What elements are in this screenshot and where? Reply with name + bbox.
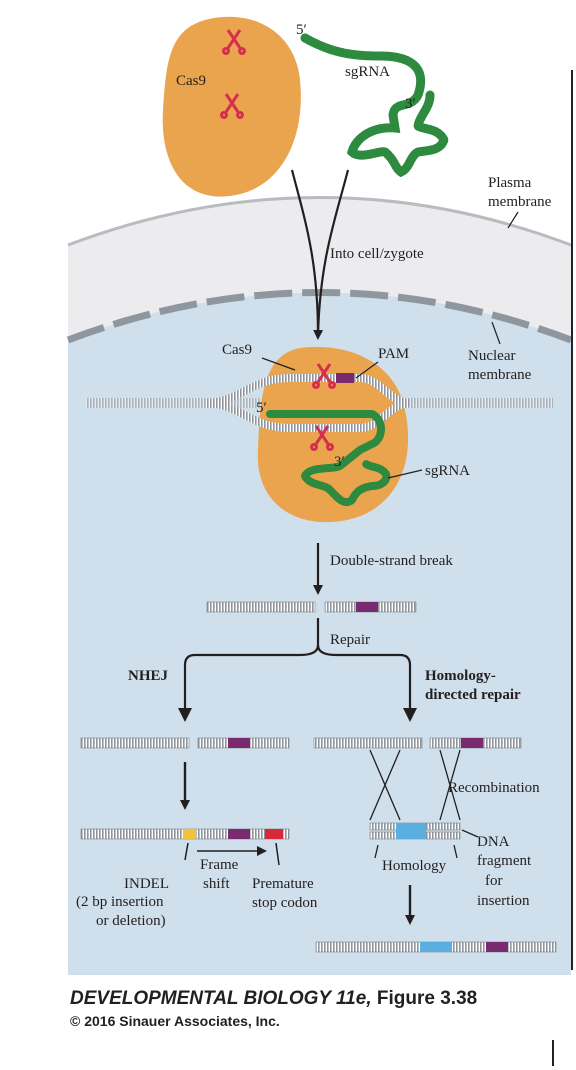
recombination-crossover xyxy=(369,749,461,821)
cas9-protein-top xyxy=(162,16,301,197)
caption-title: DEVELOPMENTAL BIOLOGY 11e, Figure 3.38 xyxy=(70,988,477,1010)
dna-fragment-label-4: insertion xyxy=(477,893,530,909)
pam-site xyxy=(486,942,508,952)
caption-book: DEVELOPMENTAL BIOLOGY 11e, xyxy=(70,988,372,1009)
figure-caption: DEVELOPMENTAL BIOLOGY 11e, Figure 3.38 ©… xyxy=(70,988,477,1029)
entry-arrow-right xyxy=(313,169,350,340)
pam-leader xyxy=(355,361,379,379)
dna-strand-bottom xyxy=(204,399,411,432)
scissors-icon xyxy=(312,363,336,389)
three-prime-label-top: 3′ xyxy=(405,96,416,112)
page-rule-right xyxy=(571,70,573,970)
branch-arrowhead-right xyxy=(403,708,417,722)
indel-label-2: (2 bp insertion xyxy=(76,894,164,910)
indel-site xyxy=(183,829,196,839)
dna-strand-top xyxy=(204,374,411,407)
pam-site xyxy=(461,738,483,748)
frame-shift-label-1: Frame xyxy=(200,857,239,873)
indel-label-3: or deletion) xyxy=(96,913,166,929)
nucleus xyxy=(68,292,571,975)
crispr-cas9-diagram: Cas9 5′ sgRNA 3′ Into cell/zygote Plasma… xyxy=(66,16,573,975)
sgrna-label-mid: sgRNA xyxy=(425,463,470,479)
stop-codon-leader xyxy=(275,842,280,866)
sgrna-mid xyxy=(266,410,391,507)
homology-tick-right xyxy=(453,844,458,859)
indel-label-1: INDEL xyxy=(124,876,169,892)
dna-fragment-label-2: fragment xyxy=(477,853,532,869)
premature-stop-label-1: Premature xyxy=(252,876,314,892)
indel-leader xyxy=(184,842,189,861)
hdr-label-1: Homology- xyxy=(425,668,496,684)
hdr-label-2: directed repair xyxy=(425,687,521,703)
five-prime-label-mid: 5′ xyxy=(256,400,267,416)
nuclear-membrane-label-2: membrane xyxy=(468,367,532,383)
branch-arrowhead-left xyxy=(178,708,192,722)
premature-stop-label-2: stop codon xyxy=(252,895,318,911)
double-strand-break-label: Double-strand break xyxy=(330,553,453,569)
caption-figure-number: Figure 3.38 xyxy=(376,988,478,1009)
cas9-leader-mid xyxy=(261,357,296,371)
nuclear-membrane-label-1: Nuclear xyxy=(468,348,515,364)
cas9-protein-mid xyxy=(257,346,409,523)
dna-fragment-label-1: DNA xyxy=(477,834,510,850)
cas9-label-mid: Cas9 xyxy=(222,342,252,358)
plasma-membrane-label-1: Plasma xyxy=(488,175,532,191)
plasma-membrane-leader xyxy=(507,211,519,229)
dna-fragment-leader xyxy=(461,829,479,838)
into-cell-label: Into cell/zygote xyxy=(330,246,424,262)
scissors-icon xyxy=(220,93,244,119)
dna-fragment-label-3: for xyxy=(485,873,503,889)
pam-site xyxy=(228,738,250,748)
nuclear-membrane-leader xyxy=(491,321,501,345)
pam-site xyxy=(228,829,250,839)
caption-copyright: © 2016 Sinauer Associates, Inc. xyxy=(70,1013,280,1029)
frame-shift-label-2: shift xyxy=(203,876,231,892)
plasma-membrane-label-2: membrane xyxy=(488,194,552,210)
nhej-label: NHEJ xyxy=(128,668,169,684)
sgrna-leader-mid xyxy=(387,469,423,479)
branch-line xyxy=(183,644,412,708)
repair-label: Repair xyxy=(330,632,370,648)
scissors-icon xyxy=(222,29,246,55)
three-prime-label-mid: 3′ xyxy=(334,454,345,470)
sgrna-label-top: sgRNA xyxy=(345,64,390,80)
stop-codon-site xyxy=(265,829,283,839)
scissors-icon xyxy=(310,425,334,451)
plasma-membrane xyxy=(67,196,572,247)
inserted-sequence xyxy=(420,942,452,952)
pam-label: PAM xyxy=(378,346,409,362)
pam-site xyxy=(356,602,378,612)
homology-label: Homology xyxy=(382,858,447,874)
sgrna-top xyxy=(300,33,449,178)
hdr-dna-left xyxy=(313,737,423,749)
homology-tick-left xyxy=(374,844,379,859)
page-rule-bottom xyxy=(552,1040,554,1066)
insertion-sequence xyxy=(396,823,426,839)
cas9-label-top: Cas9 xyxy=(176,73,206,89)
broken-dna-left xyxy=(206,601,316,613)
entry-arrow-left xyxy=(290,169,320,336)
recombination-label: Recombination xyxy=(448,780,540,796)
five-prime-label-top: 5′ xyxy=(296,22,307,38)
pam-site xyxy=(336,373,354,383)
nhej-dna-left xyxy=(80,737,190,749)
